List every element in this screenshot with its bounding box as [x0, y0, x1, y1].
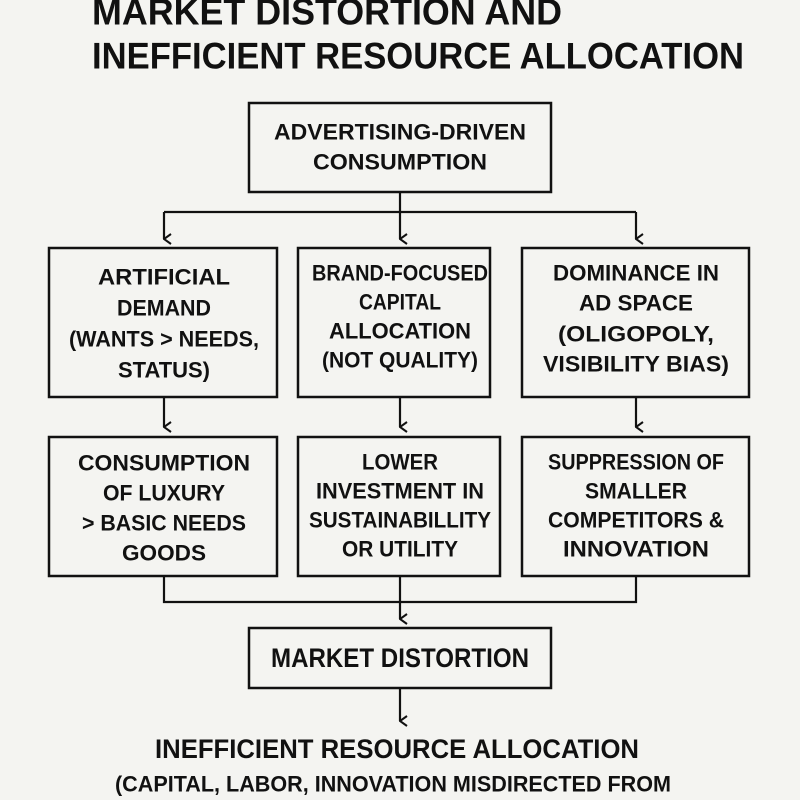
box-line: ALLOCATION — [329, 319, 471, 344]
box-line: ARTIFICIAL — [98, 265, 230, 290]
box-line: DOMINANCE IN — [553, 261, 719, 286]
box-line: > BASIC NEEDS — [82, 511, 246, 536]
top-box — [247, 101, 553, 194]
box-line: (WANTS > NEEDS, — [69, 327, 259, 352]
box-line: LOWER — [362, 450, 438, 475]
box-line: COMPETITORS & — [548, 508, 724, 533]
box-line: INVESTMENT IN — [316, 479, 484, 504]
outcome-title: INEFFICIENT RESOURCE ALLOCATION — [155, 734, 639, 764]
title-line-1: MARKET DISTORTION AND — [92, 0, 562, 33]
box-line: OR UTILITY — [342, 537, 458, 562]
box-line: SUPPRESSION OF — [548, 450, 724, 475]
box-line: (NOT QUALITY) — [322, 348, 478, 373]
box-line: DEMAND — [117, 296, 211, 321]
box-line: STATUS) — [118, 358, 210, 383]
outcome-subtitle: (CAPITAL, LABOR, INNOVATION MISDIRECTED … — [115, 772, 671, 797]
box-line: BRAND-FOCUSED — [312, 261, 488, 286]
box-line: OF LUXURY — [103, 481, 225, 506]
box-line: GOODS — [122, 541, 206, 566]
box-line: SUSTAINABILLITY — [309, 508, 491, 533]
box-line: VISIBILITY BIAS) — [543, 352, 729, 377]
box-line: CAPITAL — [359, 290, 441, 315]
box-line: SMALLER — [585, 479, 687, 504]
title-line-2: INEFFICIENT RESOURCE ALLOCATION — [92, 36, 744, 77]
top-box-line: ADVERTISING-DRIVEN — [274, 120, 526, 145]
box-line: INNOVATION — [563, 537, 709, 562]
box-line: CONSUMPTION — [78, 451, 250, 476]
box-line: AD SPACE — [579, 291, 693, 316]
brand-capital-box — [296, 246, 492, 399]
top-box-line: CONSUMPTION — [313, 150, 487, 175]
market-distortion-label: MARKET DISTORTION — [271, 643, 529, 673]
box-line: (OLIGOPOLY, — [558, 322, 714, 347]
